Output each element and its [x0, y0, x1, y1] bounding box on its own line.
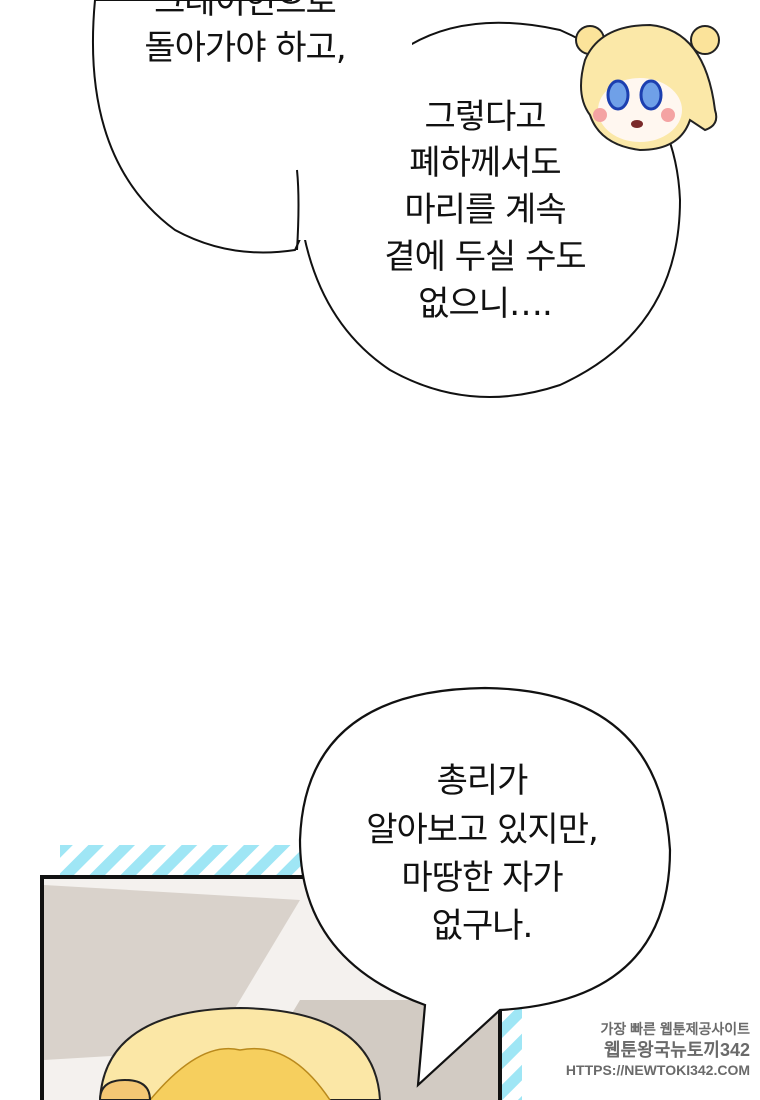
bubble-top-left-line-1: 그레이헌으로 — [154, 0, 337, 22]
bubble-top-right-line-2: 폐하께서도 — [409, 143, 561, 183]
bubble-top-left-line-2: 돌아가야 하고, — [144, 28, 346, 68]
bubble-bottom-line-1: 총리가 — [436, 761, 529, 801]
watermark-line-1: 가장 빠른 웹툰제공사이트 — [600, 1021, 750, 1037]
bubble-top-right-line-1: 그렇다고 — [424, 97, 546, 137]
bubble-top-right-line-3: 마리를 계속 — [404, 190, 566, 230]
watermark-line-3: HTTPS://NEWTOKI342.COM — [565, 1062, 750, 1078]
chibi-character-icon — [575, 23, 720, 152]
panel-floor-shape — [44, 885, 300, 1060]
bubble-bottom-line-3: 마땅한 자가 — [401, 858, 563, 898]
bubble-bottom-line-4: 없구나. — [431, 906, 534, 946]
bubble-bottom-line-2: 알아보고 있지만, — [366, 810, 599, 850]
speech-bubble-bottom — [298, 686, 672, 1088]
bubble-top-right-line-5: 없으니…. — [418, 284, 553, 324]
watermark-line-2: 웹툰왕국뉴토끼342 — [604, 1040, 750, 1060]
watermark: 가장 빠른 웹툰제공사이트 웹툰왕국뉴토끼342 HTTPS://NEWTOKI… — [566, 1020, 750, 1080]
bubble-top-right-line-4: 곁에 두실 수도 — [384, 237, 586, 277]
character-head-bottom — [98, 1006, 382, 1100]
